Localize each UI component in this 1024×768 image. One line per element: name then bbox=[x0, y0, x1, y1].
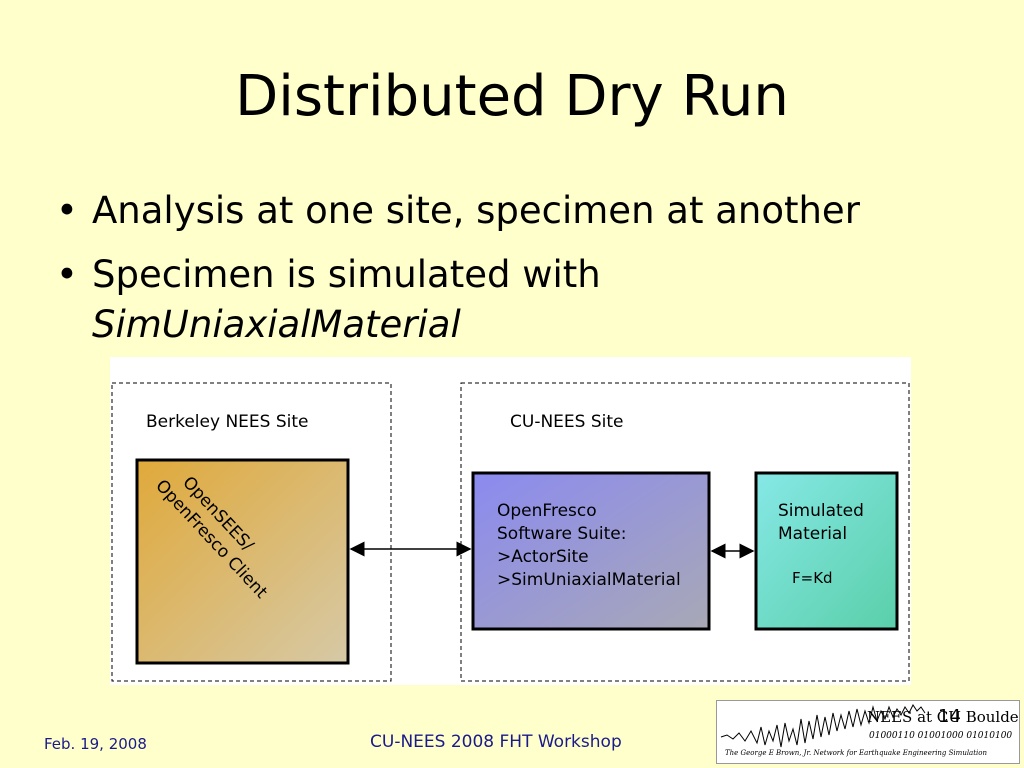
left-site-boundary bbox=[111, 382, 392, 682]
architecture-diagram: Berkeley NEES Site CU-NEES Site OpenSEES… bbox=[110, 357, 911, 685]
bullet-item: • Specimen is simulated with SimUniaxial… bbox=[52, 250, 982, 350]
material-box-formula: F=Kd bbox=[792, 569, 833, 587]
suite-box-line2: Software Suite: bbox=[497, 524, 626, 544]
logo-subtitle: The George E Brown, Jr. Network for Eart… bbox=[725, 749, 987, 757]
bullet-text: Analysis at one site, specimen at anothe… bbox=[92, 189, 860, 232]
material-box bbox=[754, 471, 899, 631]
left-site-label: Berkeley NEES Site bbox=[146, 412, 309, 432]
bullet-item: • Analysis at one site, specimen at anot… bbox=[52, 186, 982, 236]
client-box bbox=[135, 458, 350, 665]
suite-box-line1: OpenFresco bbox=[497, 501, 597, 521]
slide-title: Distributed Dry Run bbox=[235, 64, 789, 129]
logo-title: NEES at CU Boulder bbox=[867, 708, 1019, 726]
bullet-dot: • bbox=[56, 189, 78, 232]
slide-number: 14 bbox=[938, 706, 961, 727]
footer-title: CU-NEES 2008 FHT Workshop bbox=[370, 732, 622, 752]
right-site-label: CU-NEES Site bbox=[510, 412, 623, 432]
material-box-line2: Material bbox=[778, 524, 847, 544]
seismograph-trace bbox=[720, 704, 926, 748]
nees-logo: NEES at CU Boulder 01000110 01001000 010… bbox=[716, 700, 1024, 764]
suite-box-line3: >ActorSite bbox=[497, 547, 589, 567]
bullet-list: • Analysis at one site, specimen at anot… bbox=[52, 186, 982, 364]
logo-binary: 01000110 01001000 01010100 bbox=[869, 731, 1012, 741]
suite-box-line4: >SimUniaxialMaterial bbox=[497, 570, 681, 590]
suite-box bbox=[471, 471, 711, 631]
right-site-boundary bbox=[460, 382, 910, 682]
material-box-line1: Simulated bbox=[778, 501, 864, 521]
bullet-text: Specimen is simulated with bbox=[92, 253, 601, 296]
bullet-dot: • bbox=[56, 253, 78, 296]
footer-date: Feb. 19, 2008 bbox=[44, 735, 147, 753]
bullet-text-italic: SimUniaxialMaterial bbox=[92, 303, 461, 346]
